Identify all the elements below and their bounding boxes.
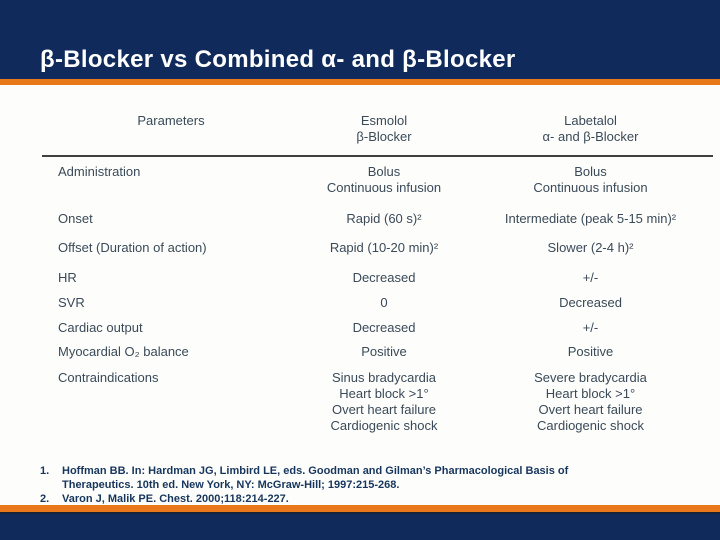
reference-number: 1. xyxy=(40,465,50,477)
row-label: Cardiac output xyxy=(58,320,143,335)
reference-number: 2. xyxy=(40,493,50,505)
header-band xyxy=(0,0,720,79)
esmolol-value: Rapid (10-20 min)² xyxy=(329,240,439,255)
table-row-cardiac-output: Cardiac output Decreased +/- xyxy=(42,316,713,340)
bottom-orange-divider xyxy=(0,505,720,512)
row-label: Myocardial O₂ balance xyxy=(58,344,189,359)
row-label: Offset (Duration of action) xyxy=(58,240,207,255)
column-header-esmolol: Esmolol β-Blocker xyxy=(356,113,412,144)
row-label: SVR xyxy=(58,295,85,310)
reference-text: Hoffman BB. In: Hardman JG, Limbird LE, … xyxy=(62,465,569,491)
labetalol-value: Positive xyxy=(567,344,614,359)
column-header-parameters: Parameters xyxy=(137,113,205,128)
top-orange-divider xyxy=(0,79,720,85)
row-label: Administration xyxy=(58,164,141,179)
table-row-myocardial-o2-balance: Myocardial O₂ balance Positive Positive xyxy=(42,340,713,365)
table-row-hr: HR Decreased +/- xyxy=(42,265,713,291)
comparison-table: Parameters Esmolol β-Blocker Labetalol α… xyxy=(42,85,713,434)
table-row-onset: Onset Rapid (60 s)² Intermediate (peak 5… xyxy=(42,207,713,236)
labetalol-value: +/- xyxy=(582,320,599,335)
reference-text: Varon J, Malik PE. Chest. 2000;118:214-2… xyxy=(62,493,289,505)
reference-item: 1. Hoffman BB. In: Hardman JG, Limbird L… xyxy=(40,464,640,492)
row-label: Contraindications xyxy=(58,370,159,385)
esmolol-value: Sinus bradycardia Heart block >1° Overt … xyxy=(330,370,438,433)
table-header-row: Parameters Esmolol β-Blocker Labetalol α… xyxy=(42,85,713,157)
footer-band xyxy=(0,512,720,540)
esmolol-value: Rapid (60 s)² xyxy=(346,211,422,226)
reference-list: 1. Hoffman BB. In: Hardman JG, Limbird L… xyxy=(40,464,640,506)
esmolol-value: Decreased xyxy=(352,270,416,285)
row-label: HR xyxy=(58,270,77,285)
slide-title: β-Blocker vs Combined α- and β-Blocker xyxy=(40,46,516,73)
table-row-svr: SVR 0 Decreased xyxy=(42,291,713,316)
labetalol-value: Decreased xyxy=(559,295,622,310)
row-label: Onset xyxy=(58,211,93,226)
table-row-administration: Administration Bolus Continuous infusion… xyxy=(42,157,713,207)
esmolol-value: Positive xyxy=(361,344,407,359)
esmolol-value: Decreased xyxy=(352,320,416,335)
labetalol-value: Bolus Continuous infusion xyxy=(533,164,648,195)
reference-item: 2. Varon J, Malik PE. Chest. 2000;118:21… xyxy=(40,492,640,506)
labetalol-value: Severe bradycardia Heart block >1° Overt… xyxy=(534,370,647,433)
esmolol-value: Bolus Continuous infusion xyxy=(326,164,442,195)
labetalol-value: +/- xyxy=(582,270,599,285)
labetalol-value: Intermediate (peak 5-15 min)² xyxy=(504,211,677,226)
table-row-contraindications: Contraindications Sinus bradycardia Hear… xyxy=(42,365,713,434)
column-header-labetalol: Labetalol α- and β-Blocker xyxy=(542,113,639,144)
esmolol-value: 0 xyxy=(380,295,388,310)
table-row-offset: Offset (Duration of action) Rapid (10-20… xyxy=(42,236,713,265)
labetalol-value: Slower (2-4 h)² xyxy=(547,240,634,255)
